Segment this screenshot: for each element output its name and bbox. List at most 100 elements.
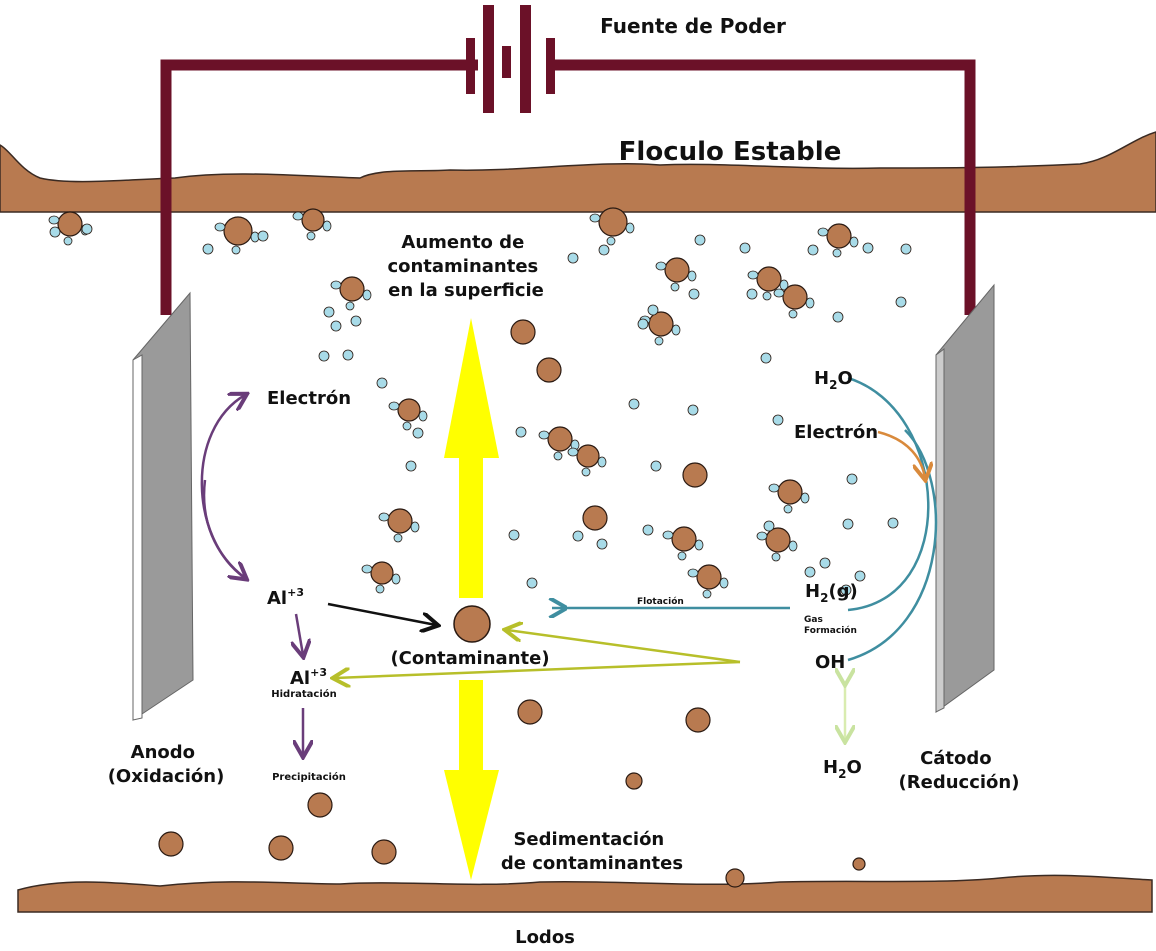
oh-to-contaminant-arrow xyxy=(507,630,741,664)
floc-particle xyxy=(648,311,674,337)
floc-layer-label: Floculo Estable xyxy=(619,137,842,167)
anode-electrode xyxy=(132,291,194,721)
contaminant-particle xyxy=(582,505,608,531)
bubble xyxy=(637,318,649,330)
floc-particle xyxy=(765,527,791,553)
bubble xyxy=(318,350,330,362)
bubble xyxy=(581,467,591,477)
bubble xyxy=(895,296,907,308)
bubble xyxy=(625,222,635,234)
floc-layer xyxy=(0,131,1156,213)
contaminant-label: (Contaminante) xyxy=(390,648,549,669)
bubble xyxy=(402,421,412,431)
bubble xyxy=(762,291,772,301)
floc-particle xyxy=(370,561,394,585)
floc-particle xyxy=(777,479,803,505)
bubble xyxy=(376,377,388,389)
electron-cycle-arrow xyxy=(200,395,245,580)
floc-particle xyxy=(664,257,690,283)
bubble xyxy=(405,460,417,472)
bubble xyxy=(322,220,332,232)
bubble xyxy=(214,222,226,232)
bubble xyxy=(538,430,550,440)
bubble xyxy=(63,236,73,246)
sinking-arrow xyxy=(444,680,499,880)
cathode-oh-arc xyxy=(847,429,938,662)
bubble xyxy=(391,573,401,585)
bubble xyxy=(760,352,772,364)
bubble xyxy=(800,492,810,504)
bubble xyxy=(739,242,751,254)
bubble xyxy=(292,211,304,221)
cathode-label: Cátodo (Reducción) xyxy=(899,748,1020,793)
bubble xyxy=(654,336,664,346)
bubble xyxy=(642,524,654,536)
bubble xyxy=(49,226,61,238)
surface-note: Aumento de contaminantes en la superfici… xyxy=(387,232,544,301)
floc-particle xyxy=(301,208,325,232)
bubble xyxy=(361,564,373,574)
bubble xyxy=(687,404,699,416)
bubble xyxy=(362,289,372,301)
bubble xyxy=(330,320,342,332)
particle-field xyxy=(48,207,912,888)
bubble xyxy=(508,529,520,541)
al-ion-label: Al+3 xyxy=(267,586,304,609)
contaminant-particle xyxy=(371,839,397,865)
bubble xyxy=(572,530,584,542)
bubble xyxy=(788,540,798,552)
contaminant-particle xyxy=(307,792,333,818)
bubble xyxy=(688,288,700,300)
bubble xyxy=(306,231,316,241)
floc-particle xyxy=(756,266,782,292)
bubble xyxy=(832,248,842,258)
bubble xyxy=(756,531,768,541)
al-hydrated-label: Al+3 xyxy=(290,666,327,689)
contaminant-particle xyxy=(852,857,866,871)
bubble xyxy=(840,584,852,596)
contaminant-particle xyxy=(510,319,536,345)
bubble xyxy=(687,270,697,282)
bubble xyxy=(773,288,785,298)
bubble xyxy=(671,324,681,336)
electron-cycle-arrow-2 xyxy=(202,479,245,578)
bubble xyxy=(849,236,859,248)
bubble xyxy=(771,552,781,562)
cathode-electrode xyxy=(935,283,995,713)
bubble xyxy=(597,456,607,468)
cathode-h2o-arc xyxy=(847,376,930,612)
bubble xyxy=(553,451,563,461)
anode-label: Anodo (Oxidación) xyxy=(108,742,225,787)
oh-label: OH xyxy=(815,652,845,673)
left-electron-label: Electrón xyxy=(267,388,351,409)
bubble xyxy=(388,401,400,411)
h2o-bottom-label: H2O xyxy=(823,757,862,781)
bubble xyxy=(687,568,699,578)
contaminant-particle xyxy=(625,772,643,790)
bubble xyxy=(670,282,680,292)
bubble xyxy=(887,517,899,529)
bubble xyxy=(330,280,342,290)
bubble xyxy=(788,309,798,319)
contaminant-particle xyxy=(682,462,708,488)
bubble xyxy=(719,577,729,589)
bubble xyxy=(81,223,93,235)
al-to-contaminant-arrow xyxy=(327,602,436,625)
bubble xyxy=(772,414,784,426)
bubble xyxy=(804,566,816,578)
bubble xyxy=(694,234,706,246)
bubble xyxy=(854,570,866,582)
battery-icon xyxy=(466,5,555,113)
bubble xyxy=(655,261,667,271)
bubble xyxy=(662,530,674,540)
al-to-hydration-arrow xyxy=(296,613,303,655)
floc-particle xyxy=(576,444,600,468)
bubble xyxy=(779,279,789,291)
bubble xyxy=(48,215,60,225)
bubble xyxy=(596,538,608,550)
electron-to-cathode-arrow xyxy=(877,430,925,478)
bubble xyxy=(350,315,362,327)
bubble xyxy=(628,398,640,410)
contaminant-particle xyxy=(685,707,711,733)
floc-particle xyxy=(598,207,628,237)
